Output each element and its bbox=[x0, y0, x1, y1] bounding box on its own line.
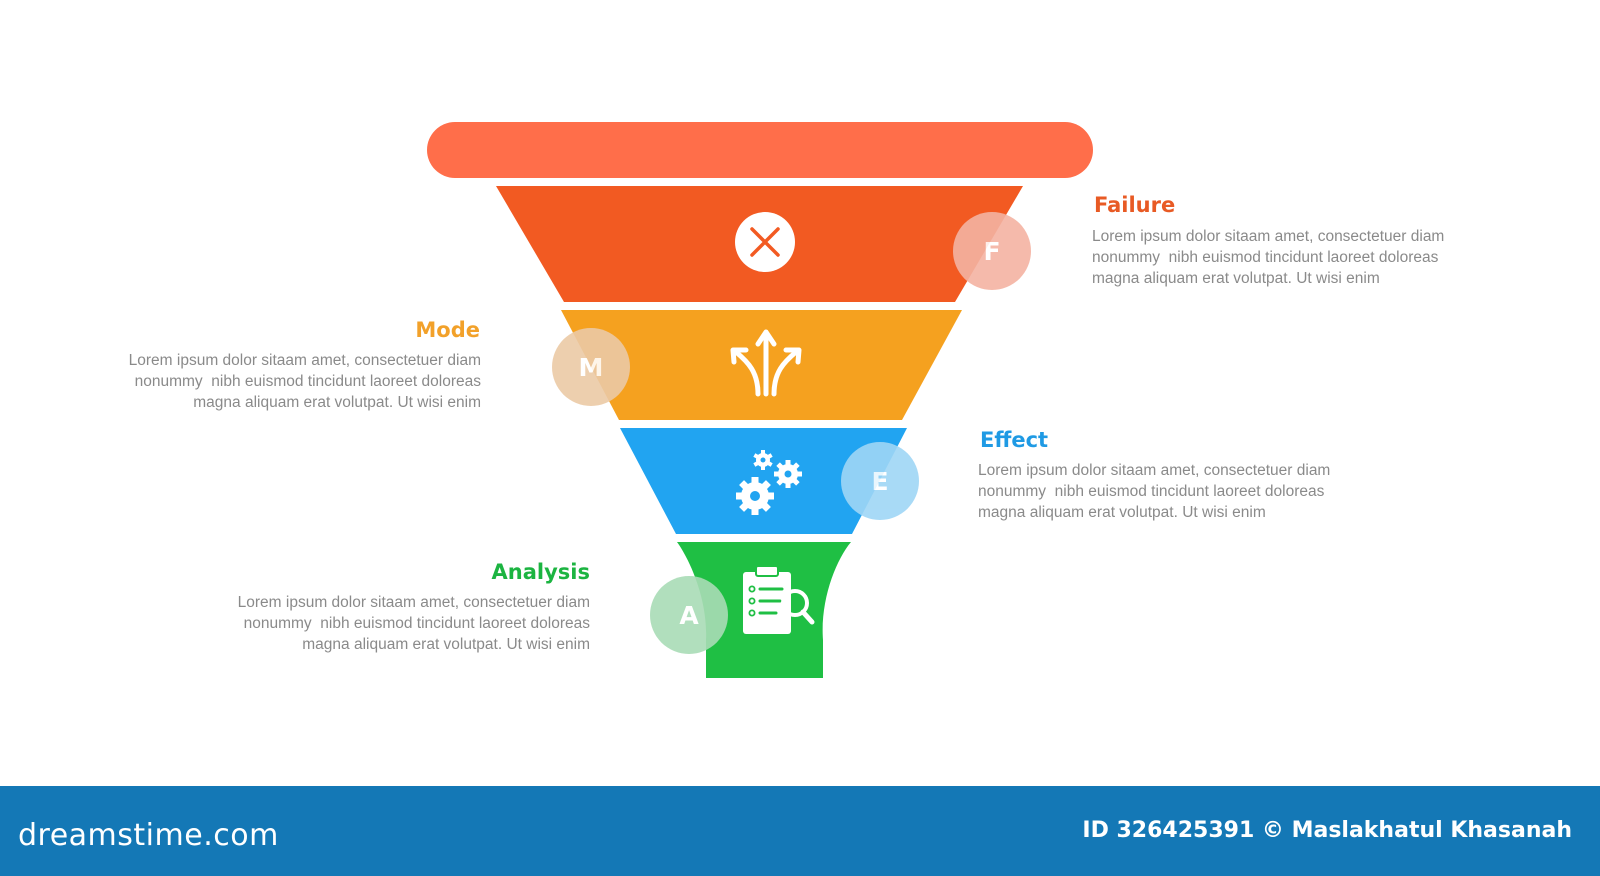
desc-line: nonummy nibh euismod tincidunt laoreet d… bbox=[1092, 249, 1439, 266]
stage-desc-effect: Lorem ipsum dolor sitaam amet, consectet… bbox=[978, 460, 1330, 523]
badge-letter: E bbox=[871, 466, 889, 496]
funnel-tier-mode bbox=[561, 310, 962, 420]
stage-title-mode: Mode bbox=[415, 318, 480, 342]
gears-icon bbox=[736, 450, 802, 515]
desc-line: nonummy nibh euismod tincidunt laoreet d… bbox=[978, 483, 1325, 500]
badge-mode: M bbox=[552, 328, 630, 406]
stage-title-failure: Failure bbox=[1094, 193, 1176, 217]
badge-analysis: A bbox=[650, 576, 728, 654]
footer-logo: dreamstime.com bbox=[18, 818, 279, 853]
stage-title-effect: Effect bbox=[980, 428, 1049, 452]
desc-line: Lorem ipsum dolor sitaam amet, consectet… bbox=[237, 594, 590, 611]
desc-line: Lorem ipsum dolor sitaam amet, consectet… bbox=[128, 352, 481, 369]
desc-line: magna aliquam erat volutpat. Ut wisi eni… bbox=[1092, 270, 1380, 287]
badge-letter: F bbox=[983, 236, 1001, 266]
clipboard-search-icon bbox=[743, 565, 815, 634]
desc-line: magna aliquam erat volutpat. Ut wisi eni… bbox=[193, 394, 481, 411]
funnel-diagram bbox=[427, 122, 1093, 678]
desc-line: magna aliquam erat volutpat. Ut wisi eni… bbox=[302, 636, 590, 653]
stage-desc-failure: Lorem ipsum dolor sitaam amet, consectet… bbox=[1092, 226, 1444, 289]
stage-desc-analysis: Lorem ipsum dolor sitaam amet, consectet… bbox=[238, 592, 590, 655]
stage-title-analysis: Analysis bbox=[491, 560, 590, 584]
badge-letter: A bbox=[679, 600, 699, 630]
footer-credit: ID 326425391 © Maslakhatul Khasanah bbox=[1082, 818, 1572, 843]
footer-bar: dreamstime.com ID 326425391 © Maslakhatu… bbox=[0, 786, 1600, 876]
badge-letter: M bbox=[578, 352, 604, 382]
funnel-tier-effect bbox=[620, 428, 907, 534]
badge-failure: F bbox=[953, 212, 1031, 290]
desc-line: nonummy nibh euismod tincidunt laoreet d… bbox=[134, 373, 481, 390]
badge-effect: E bbox=[841, 442, 919, 520]
desc-line: Lorem ipsum dolor sitaam amet, consectet… bbox=[978, 462, 1331, 479]
close-circle-icon bbox=[735, 212, 795, 272]
desc-line: Lorem ipsum dolor sitaam amet, consectet… bbox=[1092, 228, 1445, 245]
funnel-rim bbox=[427, 122, 1093, 178]
desc-line: nonummy nibh euismod tincidunt laoreet d… bbox=[243, 615, 590, 632]
stage-desc-mode: Lorem ipsum dolor sitaam amet, consectet… bbox=[129, 350, 481, 413]
split-arrows-icon bbox=[730, 329, 802, 397]
desc-line: magna aliquam erat volutpat. Ut wisi eni… bbox=[978, 504, 1266, 521]
